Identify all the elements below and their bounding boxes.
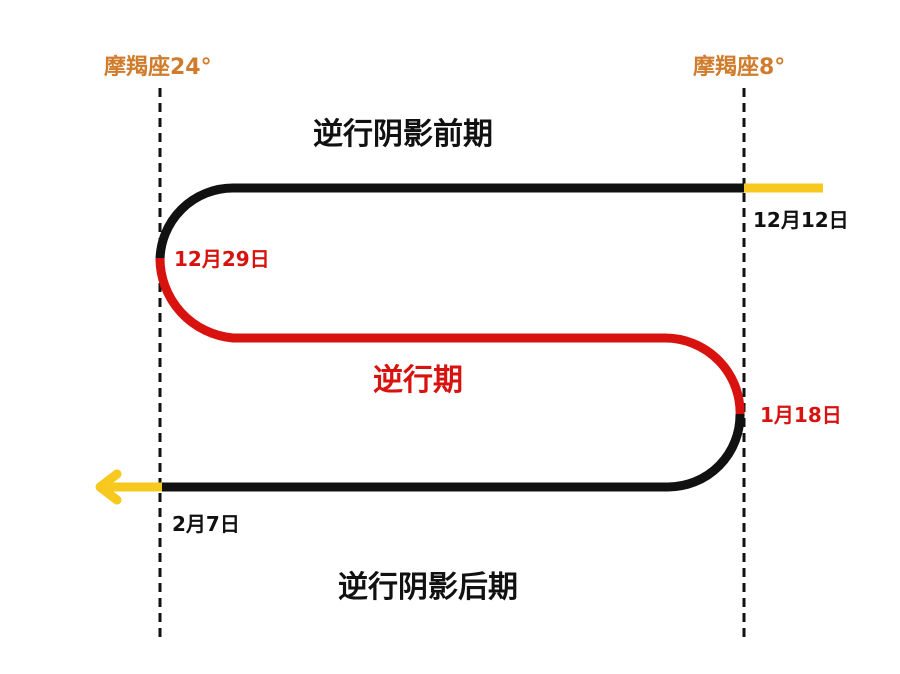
retrograde-path [155, 257, 745, 418]
retrograde-phase-label: 逆行期 [373, 363, 463, 398]
direct-station-date: 1月18日 [760, 403, 842, 427]
post-shadow-path [160, 413, 745, 492]
pre-shadow-phase-label: 逆行阴影前期 [313, 117, 493, 152]
shadow-end-date: 2月7日 [172, 512, 240, 536]
shadow-start-date: 12月12日 [753, 208, 849, 232]
left-degree-label: 摩羯座24° [104, 55, 212, 80]
post-shadow-phase-label: 逆行阴影后期 [338, 570, 518, 605]
right-degree-label: 摩羯座8° [693, 55, 786, 80]
retrograde-start-date: 12月29日 [174, 247, 270, 271]
pre-shadow-path [155, 183, 744, 262]
arrow-left-icon [95, 469, 162, 505]
